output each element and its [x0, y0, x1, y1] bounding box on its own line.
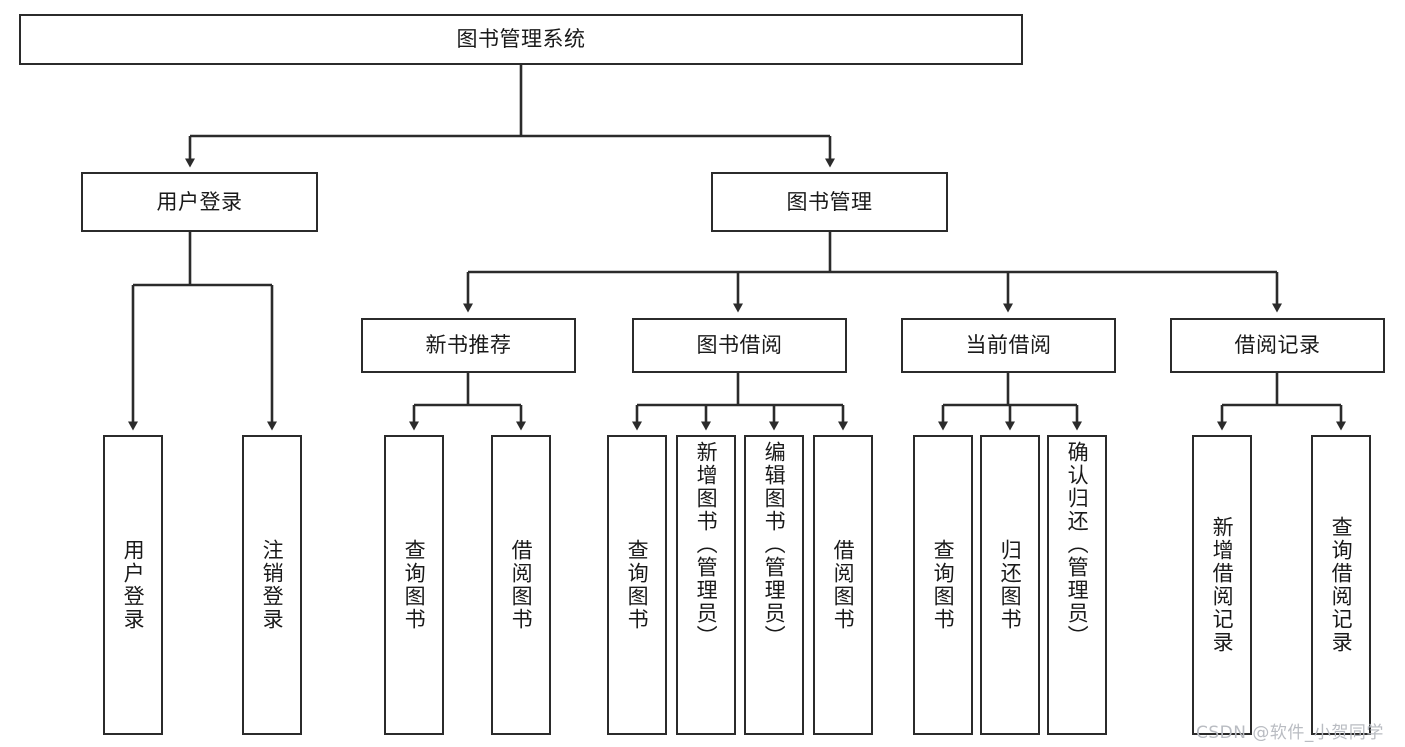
node-leaf-borrow-book-rec[interactable]: 借阅图书 [491, 435, 551, 735]
node-label: 新书推荐 [425, 333, 512, 358]
node-user-login[interactable]: 用户登录 [81, 172, 318, 232]
node-borrow-record[interactable]: 借阅记录 [1170, 318, 1385, 373]
node-leaf-borrow-book[interactable]: 借阅图书 [813, 435, 873, 735]
node-label: 借阅图书 [831, 539, 856, 631]
node-label: 用户登录 [156, 189, 243, 214]
node-label: 注销登录 [260, 539, 285, 631]
node-leaf-user-login[interactable]: 用户登录 [103, 435, 163, 735]
node-label: 编辑图书（管理员） [762, 441, 787, 648]
node-label: 确认归还（管理员） [1065, 441, 1090, 648]
node-leaf-add-book-admin[interactable]: 新增图书（管理员） [676, 435, 736, 735]
node-label: 新增图书（管理员） [694, 441, 719, 648]
node-label: 图书管理系统 [456, 27, 586, 52]
node-label: 借阅记录 [1234, 333, 1321, 358]
node-root-book-management-system[interactable]: 图书管理系统 [19, 14, 1023, 65]
node-label: 图书管理 [786, 189, 873, 214]
node-current-borrow[interactable]: 当前借阅 [901, 318, 1116, 373]
node-leaf-edit-book-admin[interactable]: 编辑图书（管理员） [744, 435, 804, 735]
node-label: 用户登录 [121, 539, 146, 631]
node-leaf-query-borrow-record[interactable]: 查询借阅记录 [1311, 435, 1371, 735]
node-leaf-query-book-current[interactable]: 查询图书 [913, 435, 973, 735]
node-leaf-query-book-rec[interactable]: 查询图书 [384, 435, 444, 735]
node-label: 当前借阅 [965, 333, 1052, 358]
csdn-watermark: CSDN @软件_小贺同学 [1196, 723, 1384, 743]
node-label: 图书借阅 [696, 333, 783, 358]
node-label: 归还图书 [998, 539, 1023, 631]
node-leaf-logout[interactable]: 注销登录 [242, 435, 302, 735]
node-label: 查询图书 [931, 539, 956, 631]
node-leaf-return-book[interactable]: 归还图书 [980, 435, 1040, 735]
node-new-book-recommend[interactable]: 新书推荐 [361, 318, 576, 373]
node-leaf-add-borrow-record[interactable]: 新增借阅记录 [1192, 435, 1252, 735]
node-label: 查询图书 [625, 539, 650, 631]
node-label: 查询借阅记录 [1329, 516, 1354, 654]
node-leaf-confirm-return-admin[interactable]: 确认归还（管理员） [1047, 435, 1107, 735]
node-label: 新增借阅记录 [1210, 516, 1235, 654]
node-label: 查询图书 [402, 539, 427, 631]
node-book-borrow[interactable]: 图书借阅 [632, 318, 847, 373]
node-label: 借阅图书 [509, 539, 534, 631]
node-book-manage[interactable]: 图书管理 [711, 172, 948, 232]
node-leaf-query-book-borrow[interactable]: 查询图书 [607, 435, 667, 735]
